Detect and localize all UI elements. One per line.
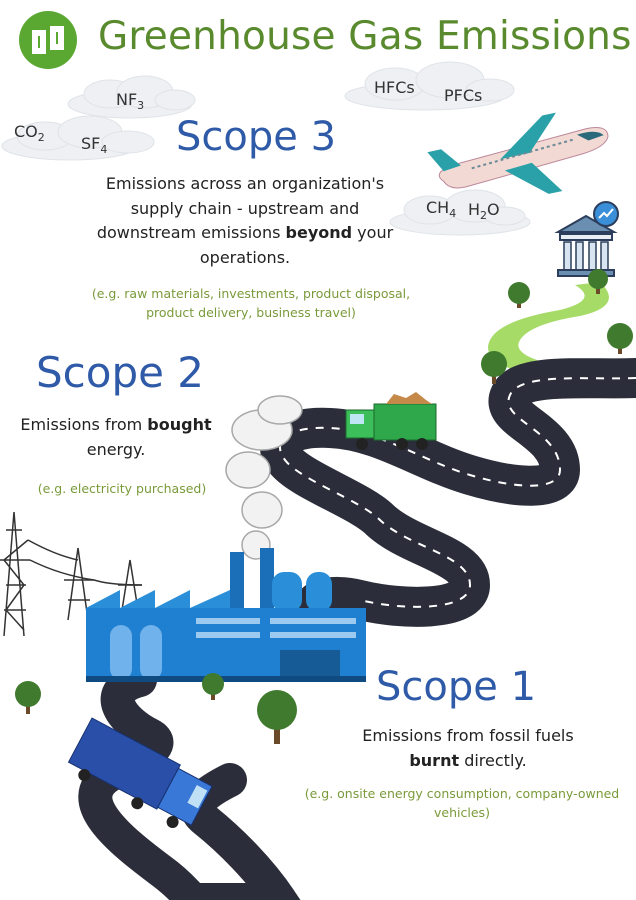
gas-label-co2: CO2 bbox=[14, 122, 45, 145]
tree-icon bbox=[15, 269, 633, 744]
airplane-icon bbox=[427, 112, 609, 194]
scope3-description: Emissions across an organization's suppl… bbox=[96, 174, 394, 267]
scope2-example: (e.g. electricity purchased) bbox=[37, 481, 207, 496]
scope1-example: (e.g. onsite energy consumption, company… bbox=[304, 786, 620, 820]
scope2-heading: Scope 2 bbox=[36, 348, 205, 397]
cloud-icon bbox=[1, 115, 155, 161]
gas-label-sf4: SF4 bbox=[81, 134, 108, 157]
cloud-icon bbox=[344, 61, 515, 111]
factory-icon bbox=[86, 548, 366, 682]
scope3-example: (e.g. raw materials, investments, produc… bbox=[91, 286, 411, 320]
smoke-icon bbox=[225, 395, 303, 560]
garbage-truck-icon bbox=[345, 392, 437, 450]
cloud-icon bbox=[389, 189, 531, 236]
road bbox=[260, 358, 636, 640]
power-pylon-icon bbox=[0, 511, 143, 637]
road bbox=[78, 663, 301, 900]
scope1-description: Emissions from fossil fuels burnt direct… bbox=[362, 726, 574, 770]
green-path bbox=[488, 282, 636, 380]
gas-label-h2o: H2O bbox=[468, 200, 500, 223]
scope3-heading: Scope 3 bbox=[176, 114, 337, 160]
cloud-icon bbox=[67, 75, 196, 119]
gas-label-ch4: CH4 bbox=[426, 198, 457, 221]
scope1-heading: Scope 1 bbox=[376, 664, 537, 710]
gas-label-nf3: NF3 bbox=[116, 90, 145, 113]
bank-icon bbox=[554, 201, 619, 277]
gas-label-hfcs: HFCs bbox=[374, 78, 415, 97]
gas-label-pfcs: PFCs bbox=[444, 86, 483, 105]
blue-truck-icon bbox=[67, 717, 213, 829]
scope2-description: Emissions from bought energy. bbox=[20, 415, 212, 459]
page-title: Greenhouse Gas Emissions bbox=[98, 14, 632, 59]
logo-icon bbox=[19, 11, 77, 69]
